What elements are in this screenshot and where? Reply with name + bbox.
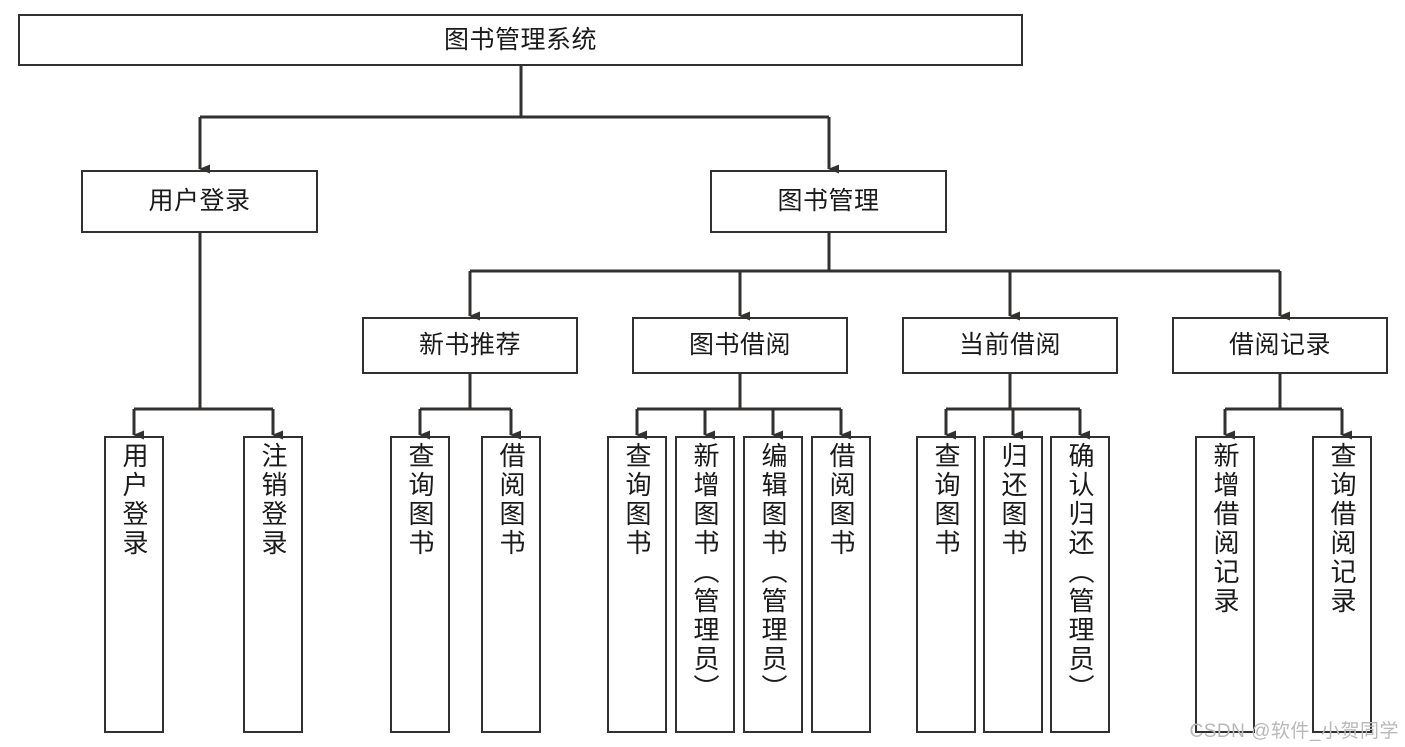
node-label: 借阅图书	[826, 442, 856, 558]
node-l3-query-book-b[interactable]: 查询图书	[607, 436, 667, 733]
node-l1-book-manage[interactable]: 图书管理	[710, 170, 947, 233]
node-l3-query-book-c[interactable]: 查询图书	[916, 436, 976, 733]
node-label: 注销登录	[258, 442, 288, 558]
node-l3-user-login[interactable]: 用户登录	[104, 436, 164, 733]
node-label: 新增图书（管理员）	[690, 442, 720, 703]
node-l3-logout[interactable]: 注销登录	[243, 436, 303, 733]
node-l2-current-borrow[interactable]: 当前借阅	[902, 317, 1118, 374]
node-label: 图书管理系统	[443, 25, 597, 54]
node-label: 归还图书	[998, 442, 1028, 558]
node-label: 查询图书	[405, 442, 435, 558]
node-l3-return-book[interactable]: 归还图书	[983, 436, 1043, 733]
node-label: 图书管理	[777, 187, 880, 215]
node-label: 借阅记录	[1228, 331, 1331, 359]
node-root[interactable]: 图书管理系统	[18, 14, 1023, 66]
node-l2-new-book-rec[interactable]: 新书推荐	[362, 317, 578, 374]
node-label: 借阅图书	[496, 442, 526, 558]
node-label: 图书借阅	[688, 331, 791, 359]
node-l3-query-book-a[interactable]: 查询图书	[390, 436, 450, 733]
node-l2-borrow-record[interactable]: 借阅记录	[1172, 317, 1388, 374]
node-label: 当前借阅	[958, 331, 1061, 359]
node-label: 新增借阅记录	[1210, 442, 1240, 616]
node-l3-confirm-return[interactable]: 确认归还（管理员）	[1050, 436, 1110, 733]
node-l3-add-book[interactable]: 新增图书（管理员）	[675, 436, 735, 733]
node-l3-add-record[interactable]: 新增借阅记录	[1195, 436, 1255, 733]
node-label: 查询借阅记录	[1327, 442, 1357, 616]
node-l3-borrow-book-b[interactable]: 借阅图书	[811, 436, 871, 733]
node-label: 新书推荐	[418, 331, 521, 359]
node-label: 用户登录	[148, 187, 251, 215]
node-l1-user-login[interactable]: 用户登录	[81, 170, 318, 233]
node-label: 查询图书	[931, 442, 961, 558]
node-l3-borrow-book-a[interactable]: 借阅图书	[481, 436, 541, 733]
csdn-watermark: CSDN @软件_小贺同学	[1189, 721, 1399, 742]
node-l2-book-borrow[interactable]: 图书借阅	[632, 317, 848, 374]
node-l3-edit-book[interactable]: 编辑图书（管理员）	[743, 436, 803, 733]
node-l3-query-record[interactable]: 查询借阅记录	[1312, 436, 1372, 733]
node-label: 编辑图书（管理员）	[758, 442, 788, 703]
node-label: 确认归还（管理员）	[1065, 442, 1095, 703]
node-label: 查询图书	[622, 442, 652, 558]
node-label: 用户登录	[119, 442, 149, 558]
